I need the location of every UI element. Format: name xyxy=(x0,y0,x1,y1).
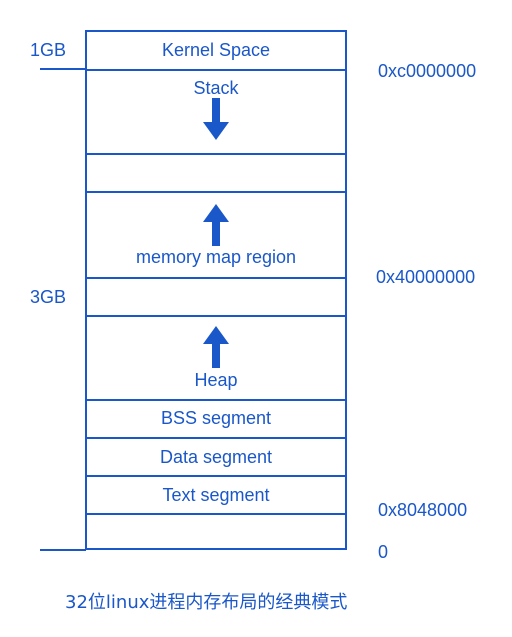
stack-label: Stack xyxy=(193,78,239,98)
divider-gap2 xyxy=(87,315,345,317)
divider-bss xyxy=(87,437,345,439)
memory-map-region-label: memory map region xyxy=(135,247,297,267)
kernel-space-label: Kernel Space xyxy=(161,40,271,60)
up-arrow-icon xyxy=(203,204,229,246)
divider-stack xyxy=(87,153,345,155)
divider-gap1 xyxy=(87,191,345,193)
up-arrow-icon xyxy=(203,326,229,368)
kernel-boundary-tick xyxy=(40,68,86,70)
bottom-boundary-tick xyxy=(40,549,86,551)
memory-layout-box: Kernel Space Stack memory map region Hea… xyxy=(85,30,347,550)
text-segment-label: Text segment xyxy=(162,485,270,505)
text-start-address: 0x8048000 xyxy=(378,500,468,520)
zero-address: 0 xyxy=(378,542,389,562)
down-arrow-icon xyxy=(203,98,229,140)
divider-text xyxy=(87,513,345,515)
kernel-start-address: 0xc0000000 xyxy=(378,61,477,81)
kernel-size-label: 1GB xyxy=(30,40,67,60)
divider-heap xyxy=(87,399,345,401)
divider-kernel xyxy=(87,69,345,71)
user-size-label: 3GB xyxy=(30,287,67,307)
divider-mmap xyxy=(87,277,345,279)
mmap-start-address: 0x40000000 xyxy=(376,267,476,287)
data-segment-label: Data segment xyxy=(159,447,273,467)
bss-segment-label: BSS segment xyxy=(160,408,272,428)
diagram-caption: 32位linux进程内存布局的经典模式 xyxy=(65,592,348,613)
divider-data xyxy=(87,475,345,477)
heap-label: Heap xyxy=(194,370,238,390)
